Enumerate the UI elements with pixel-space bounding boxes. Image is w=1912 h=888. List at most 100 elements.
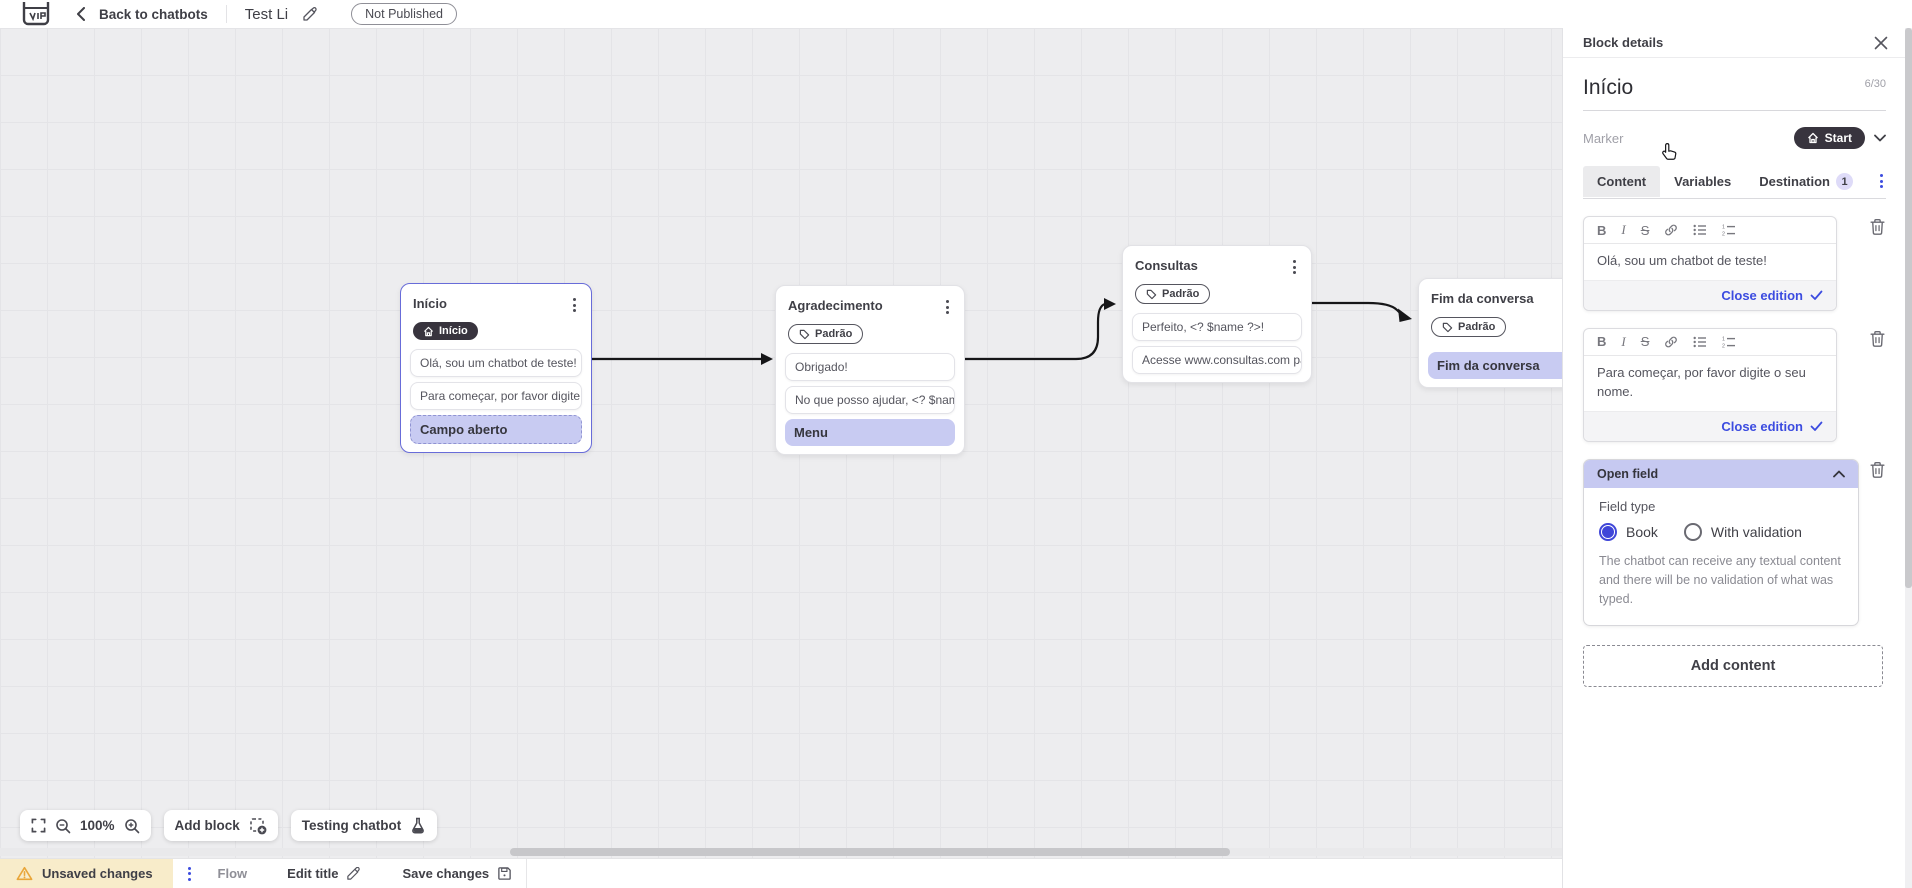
open-field-header[interactable]: Open field [1584,459,1858,488]
chevron-down-icon [1874,134,1886,142]
strikethrough-icon[interactable]: S [1640,334,1650,350]
node-menu-port[interactable]: Menu [785,419,955,446]
home-icon [1807,132,1818,144]
block-tabs-menu-icon[interactable] [1877,172,1886,190]
message-text-input[interactable]: Olá, sou um chatbot de teste! [1597,253,1767,268]
close-panel-button[interactable] [1874,36,1888,50]
node-message[interactable]: Obrigado! [785,353,955,381]
fit-screen-icon[interactable] [31,818,46,833]
marker-label: Marker [1583,130,1624,146]
unsaved-changes-indicator: Unsaved changes [0,859,173,888]
italic-icon[interactable]: I [1621,333,1626,349]
back-to-chatbots-button[interactable]: Back to chatbots [76,7,208,22]
field-type-label: Field type [1599,498,1656,514]
node-menu-icon[interactable] [1290,258,1299,276]
node-open-field-port[interactable]: Campo aberto [410,415,582,444]
tag-icon [799,329,810,339]
close-icon [1874,36,1888,49]
marker-start-pill: Start [1793,127,1865,149]
bold-icon[interactable]: B [1597,334,1607,350]
node-message[interactable]: Olá, sou um chatbot de teste! [410,349,582,377]
topbar-divider [225,5,227,23]
node-message[interactable]: Perfeito, <? $name ?>! [1132,313,1302,341]
node-message[interactable]: Acesse www.consultas.com par... [1132,346,1302,374]
add-block-label: Add block [174,818,240,833]
node-end-port[interactable]: Fim da conversa [1428,352,1562,379]
strikethrough-icon[interactable]: S [1640,222,1650,238]
node-title: Agradecimento [788,298,883,313]
zoom-out-icon[interactable] [55,818,71,834]
flow-node-fim-da-conversa[interactable]: Fim da conversa Padrão Fim da conversa [1418,278,1562,388]
save-changes-button[interactable]: Save changes [402,866,512,881]
panel-scrollbar[interactable] [1905,28,1912,888]
message-text-input[interactable]: Para começar, por favor digite o seu nom… [1597,364,1806,399]
destination-count-badge: 1 [1836,173,1854,190]
block-name-field[interactable]: Início 6/30 [1583,68,1886,111]
edit-title-button[interactable]: Edit title [287,866,361,881]
tab-content[interactable]: Content [1583,166,1661,197]
edit-chatbot-title-button[interactable] [302,6,317,22]
italic-icon[interactable]: I [1621,222,1626,237]
statusbar-menu-icon[interactable] [185,865,194,883]
trash-icon [1870,330,1885,347]
flow-node-inicio[interactable]: Início Início Olá, sou um chatbot de tes… [400,283,592,453]
link-icon[interactable] [1664,335,1678,349]
zoom-controls: 100% [20,810,151,841]
zoom-in-icon[interactable] [124,818,140,834]
bullet-list-icon[interactable] [1693,224,1707,236]
chevron-left-icon [77,7,85,21]
chatbot-title[interactable]: Test Li [244,5,289,23]
node-message[interactable]: No que posso ajudar, <? $name ... [785,386,955,414]
app-logo-icon[interactable] [22,2,50,26]
scrollbar-thumb[interactable] [1905,28,1912,588]
marker-select[interactable]: Start [1793,127,1886,149]
tag-icon [1146,289,1157,299]
check-icon [1810,290,1823,300]
node-marker-badge: Padrão [1135,284,1211,304]
delete-open-field-button[interactable] [1869,461,1886,479]
node-marker-badge: Início [413,322,478,340]
scrollbar-thumb[interactable] [510,848,1230,856]
char-counter: 6/30 [1864,78,1886,90]
tab-variables[interactable]: Variables [1674,174,1732,189]
link-icon[interactable] [1664,223,1678,237]
bold-icon[interactable]: B [1597,222,1607,238]
save-icon [498,867,511,880]
close-edition-button[interactable]: Close edition [1584,410,1836,441]
svg-text:2: 2 [1722,232,1725,236]
back-label: Back to chatbots [99,6,208,22]
node-menu-icon[interactable] [943,298,952,316]
warning-icon [16,866,33,881]
open-field-card: Open field Field type Book Wi [1583,458,1859,626]
close-edition-button[interactable]: Close edition [1584,279,1836,310]
chevron-up-icon [1833,470,1845,477]
trash-icon [1870,461,1885,478]
delete-message-button[interactable] [1869,330,1886,348]
add-content-button[interactable]: Add content [1583,644,1883,687]
marker-row: Marker Start [1583,127,1886,149]
radio-book[interactable]: Book [1599,522,1658,541]
top-bar: Back to chatbots Test Li Not Published [0,0,1912,28]
node-title: Início [413,296,447,311]
canvas-horizontal-scrollbar[interactable] [0,848,1562,856]
delete-message-button[interactable] [1869,218,1886,236]
pencil-icon [347,866,361,880]
flow-canvas[interactable]: Início Início Olá, sou um chatbot de tes… [0,28,1562,858]
flow-node-consultas[interactable]: Consultas Padrão Perfeito, <? $name ?>! … [1122,245,1312,383]
tab-destination[interactable]: Destination 1 [1745,165,1867,198]
flow-label[interactable]: Flow [217,866,248,881]
node-menu-icon[interactable] [570,296,579,314]
radio-with-validation[interactable]: With validation [1683,522,1802,541]
radio-unselected-icon [1683,522,1702,541]
panel-title: Block details [1583,35,1664,50]
node-message[interactable]: Para começar, por favor digite o ... [410,382,582,410]
testing-chatbot-button[interactable]: Testing chatbot [290,810,438,841]
bullet-list-icon[interactable] [1693,336,1707,348]
flow-node-agradecimento[interactable]: Agradecimento Padrão Obrigado! No que po… [775,285,965,455]
add-block-button[interactable]: Add block [163,810,278,841]
